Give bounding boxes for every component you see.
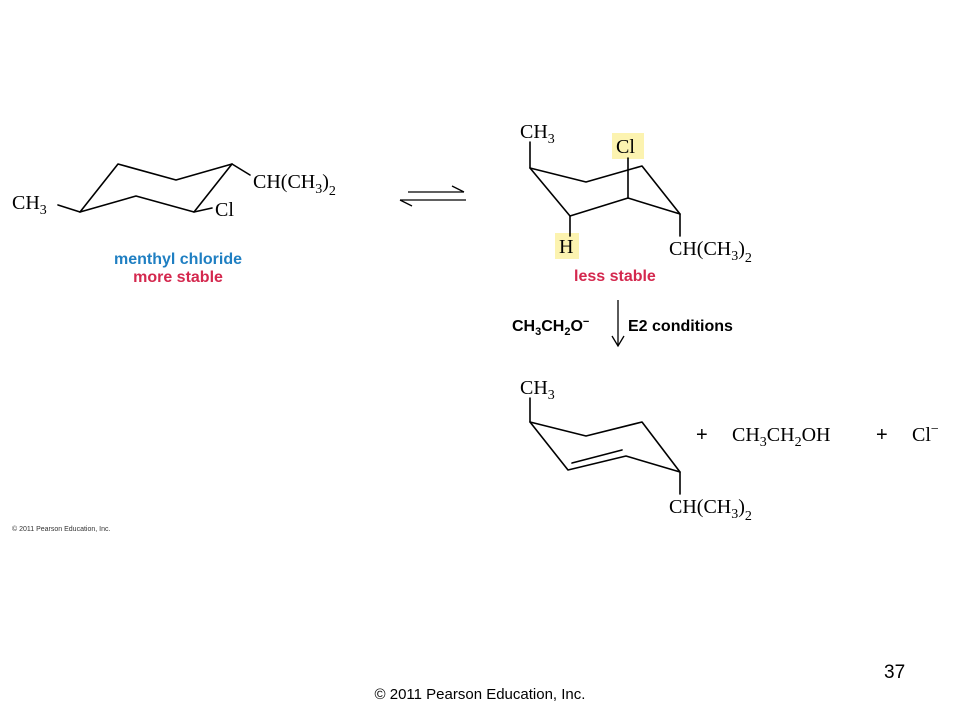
product-ring-structure (529, 397, 681, 495)
reagent-label: CH3CH2O− (512, 316, 589, 338)
more-stable-label: more stable (133, 269, 223, 286)
left-bond-chloro (193, 207, 213, 213)
less-stable-label: less stable (574, 268, 656, 285)
left-chloro-label: Cl (215, 199, 234, 221)
h-highlight (555, 233, 579, 259)
right-methyl-label: CH3 (520, 121, 555, 147)
product-ring (529, 421, 681, 473)
left-chair-ring (79, 163, 233, 213)
product-methyl-label: CH3 (520, 377, 555, 403)
right-h-label: H (559, 236, 573, 258)
left-isopropyl-label: CH(CH3)2 (253, 171, 336, 199)
copyright-footer: © 2011 Pearson Education, Inc. (374, 686, 586, 703)
product-double-bond (571, 449, 623, 464)
menthyl-chloride-label: menthyl chloride (114, 251, 242, 268)
product-isopropyl-label: CH(CH3)2 (669, 496, 752, 524)
ethanol-label: CH3CH2OH (732, 424, 830, 450)
conditions-label: E2 conditions (628, 318, 733, 335)
equilibrium-arrows (399, 185, 466, 207)
plus-sign-2: + (876, 424, 888, 446)
left-bond-isopropyl (231, 163, 251, 176)
reaction-arrow (611, 300, 625, 348)
cl-highlight (612, 133, 644, 159)
right-chair-structure (529, 141, 681, 237)
page-number: 37 (884, 662, 906, 683)
left-methyl-label: CH3 (12, 192, 47, 218)
right-isopropyl-label: CH(CH3)2 (669, 238, 752, 266)
right-chair-ring (529, 165, 681, 217)
figure-credit: © 2011 Pearson Education, Inc. (12, 525, 110, 533)
right-chloro-label: Cl (616, 136, 635, 158)
left-bond-methyl (57, 204, 81, 213)
left-chair-structure (57, 163, 251, 213)
plus-sign-1: + (696, 424, 708, 446)
chloride-ion-label: Cl− (912, 422, 939, 446)
